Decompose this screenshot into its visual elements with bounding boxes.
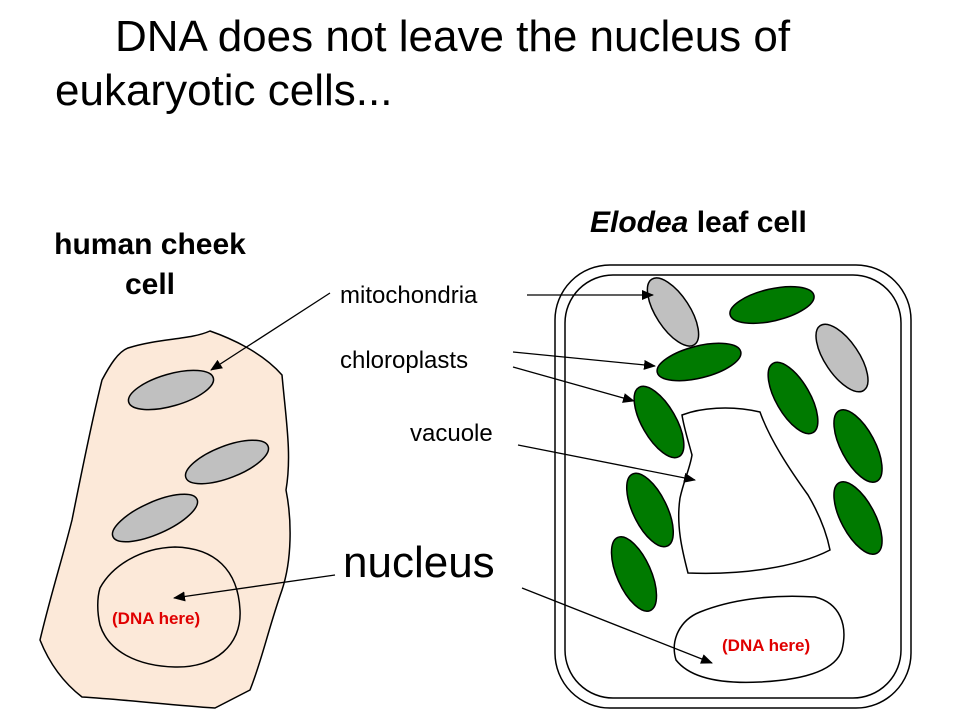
elodea-chloroplast	[729, 285, 815, 325]
label-chloroplasts: chloroplasts	[340, 347, 469, 374]
elodea-chloroplast	[656, 342, 742, 382]
elodea-nucleus	[673, 595, 845, 684]
elodea-title-rest: leaf cell	[688, 206, 807, 239]
arrow-chloro-1	[512, 351, 656, 370]
human-nucleus	[97, 546, 241, 668]
elodea-chloroplast	[625, 472, 675, 548]
elodea-chloroplast	[610, 536, 658, 612]
elodea-mitochondrion	[815, 323, 869, 393]
human-cell-title: human cheek cell	[54, 228, 246, 301]
label-vacuole: vacuole	[410, 420, 493, 447]
elodea-mitochondrion	[646, 277, 700, 347]
human-mitochondrion	[184, 439, 270, 485]
slide-title: DNA does not leave the nucleus of eukary…	[55, 12, 791, 115]
elodea-genus: Elodea	[590, 206, 689, 239]
elodea-chloroplast	[767, 361, 819, 435]
elodea-cell-title: Elodea leaf cell	[590, 203, 807, 243]
label-nucleus: nucleus	[343, 538, 495, 587]
human-mitochondrion	[127, 369, 215, 411]
elodea-dna-label: (DNA here)	[722, 636, 811, 655]
arrow-nucleus-elodea	[521, 587, 713, 664]
label-mitochondria: mitochondria	[340, 282, 478, 309]
arrow-nucleus-human	[173, 574, 336, 602]
arrow-mito-human	[210, 292, 331, 371]
elodea-chloroplast	[833, 481, 883, 555]
elodea-vacuole	[677, 407, 831, 575]
human-mitochondrion	[111, 493, 199, 543]
elodea-chloroplast	[833, 409, 883, 483]
arrow-chloro-2	[512, 366, 635, 403]
arrow-vacuole	[517, 444, 696, 483]
human-dna-label: (DNA here)	[112, 609, 201, 628]
elodea-chloroplast	[633, 385, 685, 459]
